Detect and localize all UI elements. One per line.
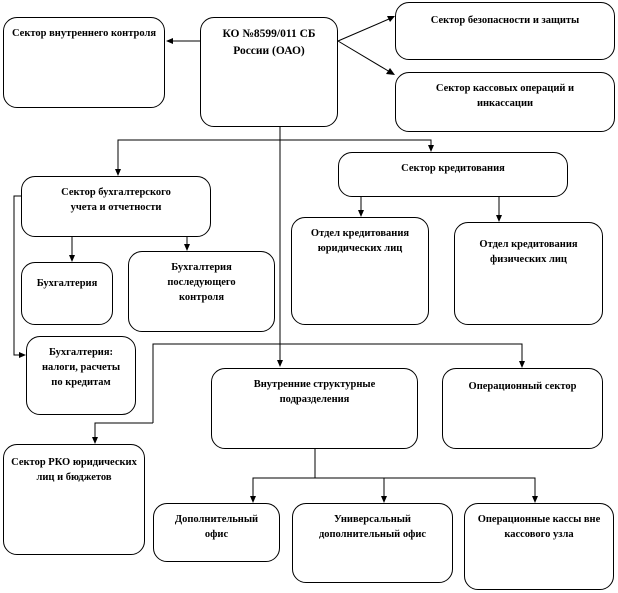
edge-root-security	[337, 18, 390, 42]
arrowhead	[496, 215, 502, 222]
edge-units-universal	[315, 477, 385, 497]
arrowhead	[277, 360, 283, 367]
node-additional-office: Дополнительный офис	[153, 503, 280, 562]
edge-root-operations	[152, 343, 523, 423]
node-followup-control: Бухгалтерия последующего контроля	[128, 251, 275, 332]
arrowhead	[358, 210, 364, 217]
node-cash-desks: Операционные кассы вне кассового узла	[464, 503, 614, 590]
arrowhead	[69, 255, 75, 262]
node-rko: Сектор РКО юридических лиц и бюджетов	[3, 444, 145, 555]
edge-accounting-taxes	[13, 195, 21, 356]
arrowhead	[184, 244, 190, 251]
node-cash-ops: Сектор кассовых операций и инкассации	[395, 72, 615, 132]
arrowhead	[166, 38, 173, 44]
arrowhead	[250, 496, 256, 503]
arrowhead	[532, 496, 538, 503]
edge-root-rko	[94, 422, 153, 438]
edge-units-additional	[252, 477, 315, 497]
arrowhead	[386, 68, 395, 75]
node-internal-control: Сектор внутреннего контроля	[3, 17, 165, 108]
arrowhead	[19, 352, 26, 358]
node-root-branch: КО №8599/011 СБ России (ОАО)	[200, 17, 338, 127]
arrowhead	[519, 361, 525, 368]
node-bookkeeping: Бухгалтерия	[21, 262, 113, 325]
arrowhead	[115, 169, 121, 176]
edge-root-accounting	[117, 139, 280, 170]
node-lending-individuals: Отдел кредитования физических лиц	[454, 222, 603, 325]
node-internal-units: Внутренние структурные подразделения	[211, 368, 418, 449]
node-lending-legal: Отдел кредитования юридических лиц	[291, 217, 429, 325]
edge-root-cash-ops	[337, 40, 391, 73]
node-accounting-taxes: Бухгалтерия: налоги, расчеты по кредитам	[26, 336, 136, 415]
edge-root-lending	[280, 139, 432, 146]
edge-units-cash-desks	[315, 477, 536, 497]
node-universal-office: Универсальный дополнительный офис	[292, 503, 453, 583]
node-accounting: Сектор бухгалтерского учета и отчетности	[21, 176, 211, 237]
arrowhead	[428, 145, 434, 152]
node-security: Сектор безопасности и защиты	[395, 2, 615, 60]
arrowhead	[92, 437, 98, 444]
node-operations: Операционный сектор	[442, 368, 603, 449]
arrowhead	[381, 496, 387, 503]
arrowhead	[387, 16, 395, 22]
node-lending: Сектор кредитования	[338, 152, 568, 197]
